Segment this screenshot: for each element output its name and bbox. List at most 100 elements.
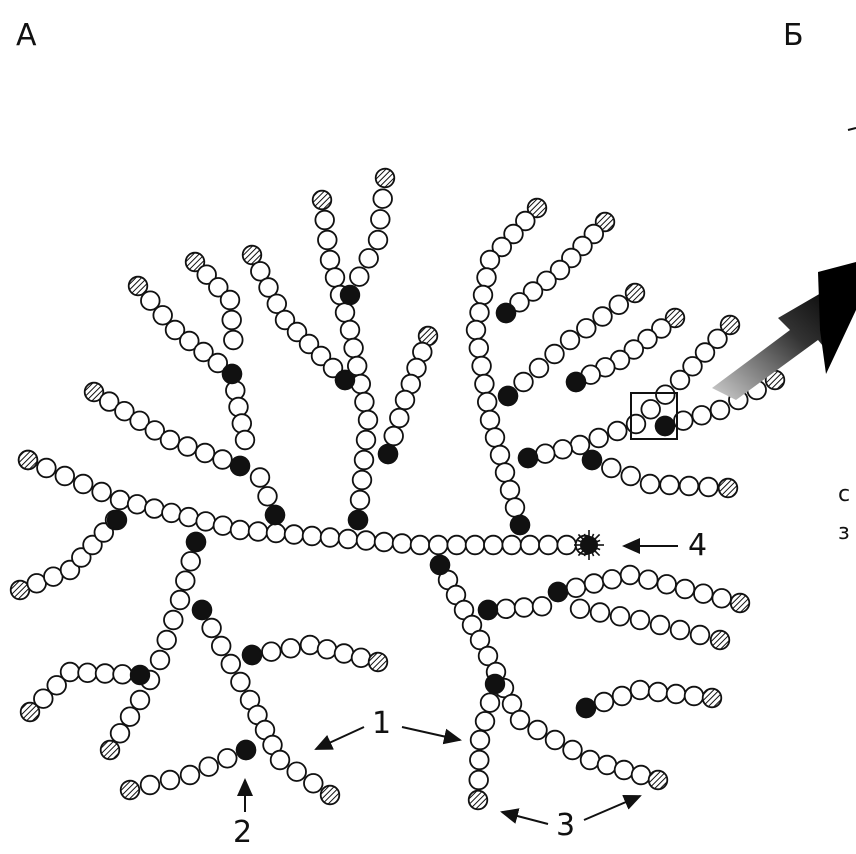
glucose-residue <box>339 530 358 549</box>
glucose-residue <box>610 296 629 315</box>
glucose-residue <box>711 401 730 420</box>
glucose-residue <box>355 451 374 470</box>
glucose-residue <box>131 691 150 710</box>
glucose-residue <box>657 575 676 594</box>
glucose-residue <box>375 533 394 552</box>
glucose-residue <box>176 571 195 590</box>
glucose-residue <box>353 471 372 490</box>
glucose-residue <box>151 651 170 670</box>
glucose-residue <box>474 286 493 305</box>
glucose-residue <box>639 570 658 589</box>
glucose-residue <box>92 483 111 502</box>
glucose-residue <box>477 268 496 287</box>
callout-4: 4 <box>688 528 707 563</box>
glucose-residue <box>61 663 80 682</box>
glucose-residue <box>506 498 525 517</box>
glucose-residue <box>196 512 215 531</box>
glucose-residue <box>229 398 248 417</box>
glucose-residue <box>496 463 515 482</box>
branch-point-residue <box>223 365 242 384</box>
glucose-residue <box>671 371 690 390</box>
glucose-residue <box>285 525 304 544</box>
branch-point-residue <box>341 286 360 305</box>
glucose-residue <box>369 231 388 250</box>
branch-point-residue <box>567 373 586 392</box>
glucose-residue <box>539 536 558 555</box>
branch-point-residue <box>243 646 262 665</box>
glucose-residue <box>591 603 610 622</box>
glucose-residue <box>491 446 510 465</box>
glucose-residue <box>546 731 565 750</box>
glucose-residue <box>162 504 181 523</box>
glucose-residue <box>470 303 489 322</box>
arrow-1-right <box>402 727 460 740</box>
glucose-residue <box>212 637 231 656</box>
glucose-residue <box>585 574 604 593</box>
branch-point-residue <box>231 457 250 476</box>
nonreducing-end-residue <box>731 594 750 613</box>
glucose-residue <box>602 459 621 478</box>
glucose-residue <box>577 319 596 338</box>
branch-point-residue <box>583 451 602 470</box>
reducing-end-residue <box>580 536 598 554</box>
glucose-residue <box>561 331 580 350</box>
glucose-residue <box>660 476 679 495</box>
glucose-residue <box>304 774 323 793</box>
callout-2: 2 <box>233 815 252 850</box>
glucose-residue <box>478 393 497 412</box>
glucose-residue <box>411 536 430 555</box>
glucose-residue <box>171 591 190 610</box>
nonreducing-end-residue <box>719 479 738 498</box>
nonreducing-end-residue <box>369 653 388 672</box>
glucose-residue <box>352 649 371 668</box>
glucose-residue <box>589 429 608 448</box>
glucose-residue <box>533 597 552 616</box>
branch-point-residue <box>511 516 530 535</box>
glucose-residue <box>632 766 651 785</box>
glucose-residue <box>598 756 617 775</box>
arrow-3-right <box>584 796 640 820</box>
branch-point-residue <box>479 601 498 620</box>
glucose-residue <box>515 598 534 617</box>
glucose-residue <box>233 414 252 433</box>
glucose-residue <box>161 431 180 450</box>
glucose-residue <box>196 444 215 463</box>
glucose-residue <box>221 291 240 310</box>
glucose-residue <box>563 741 582 760</box>
glucose-residue <box>303 527 322 546</box>
glucose-residue <box>511 711 530 730</box>
branch-point-residue <box>237 741 256 760</box>
nonreducing-end-residue <box>703 689 722 708</box>
glucose-residue <box>78 664 97 683</box>
glucose-residue <box>213 450 232 469</box>
glucose-residue <box>470 751 489 770</box>
glucose-residue <box>476 712 495 731</box>
arrow-1-left <box>316 727 364 749</box>
arrow-3-left <box>502 812 548 824</box>
glucose-residue <box>676 580 695 599</box>
glucose-residue <box>699 478 718 497</box>
glucose-residue <box>536 444 555 463</box>
glucose-residue <box>111 724 130 743</box>
glucose-residue <box>393 534 412 553</box>
panel-b-mark <box>848 128 856 130</box>
branch-point-residue <box>486 675 505 694</box>
glucose-residue <box>37 459 56 478</box>
right-edge-text-2: з <box>838 520 850 545</box>
nonreducing-end-residue <box>313 191 332 210</box>
glucose-residue <box>111 491 130 510</box>
glucose-residue <box>469 771 488 790</box>
glucose-residue <box>231 673 250 692</box>
glucose-residue <box>141 776 160 795</box>
glucose-residue <box>145 499 164 518</box>
glucose-residue <box>344 339 363 358</box>
glucose-residue <box>502 536 521 555</box>
branch-point-residue <box>131 666 150 685</box>
glucose-residue <box>651 616 670 635</box>
glucose-residue <box>471 731 490 750</box>
glucose-residue <box>179 508 198 527</box>
glucose-residue <box>466 536 485 555</box>
nonreducing-end-residue <box>711 631 730 650</box>
glucose-residue <box>164 611 183 630</box>
